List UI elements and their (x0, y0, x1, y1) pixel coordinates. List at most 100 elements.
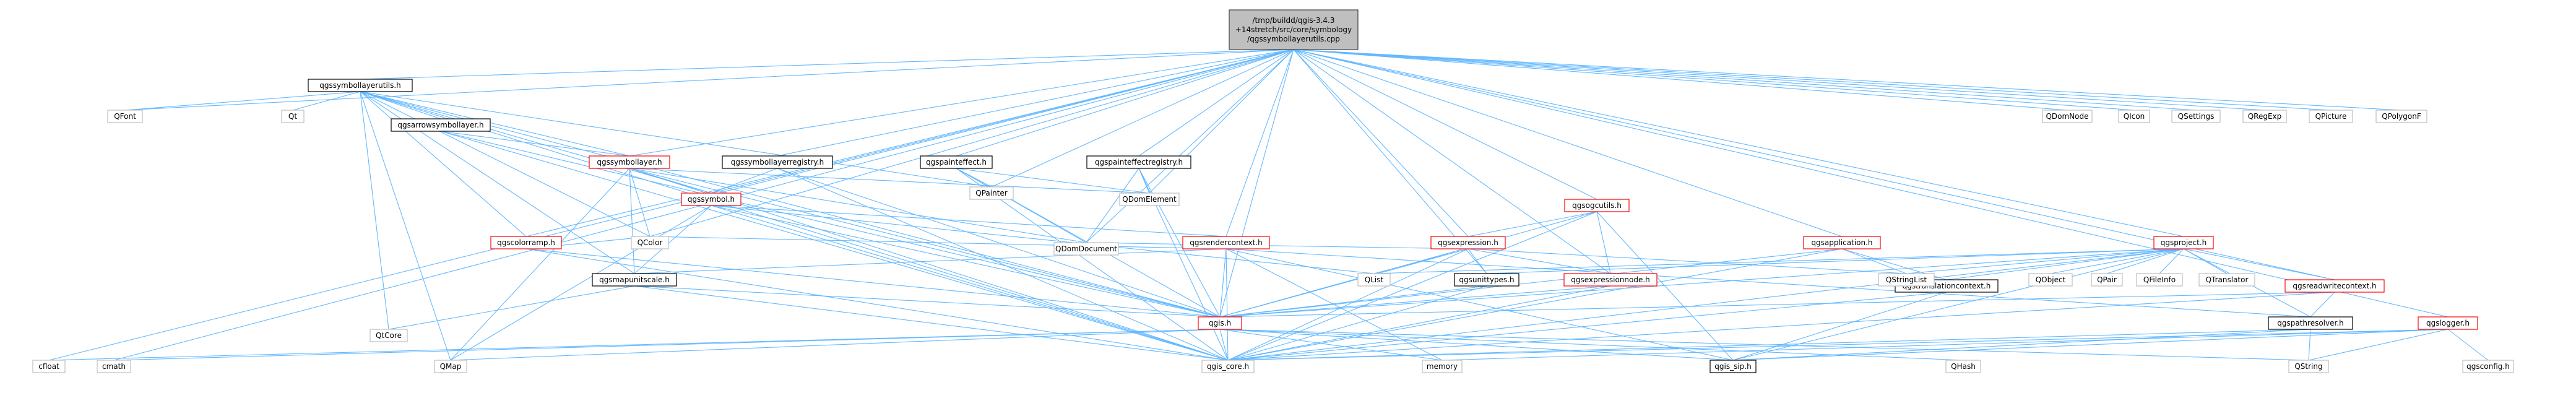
edge-group (2308, 329, 2311, 361)
edge-group (1293, 49, 1611, 274)
node-qgsunittypes[interactable]: qgsunittypes.h (1454, 273, 1519, 287)
node-label: QFileInfo (2143, 275, 2176, 284)
edge-group (777, 168, 1229, 361)
node-root[interactable]: /tmp/buildd/qgis-3.4.3+14stretch/src/cor… (1229, 9, 1359, 50)
edge-root-to-QColor (649, 49, 1294, 237)
edge-group (1293, 49, 2448, 318)
edge-group (1467, 211, 1597, 237)
edge-group (1225, 248, 2311, 318)
node-box (1086, 155, 1191, 169)
edge-root-to-QPicture (1293, 49, 2332, 111)
edge-group (360, 91, 992, 188)
node-label: /qgssymbollayerutils.cpp (1247, 35, 1340, 43)
edge-group (634, 285, 1221, 318)
edge-group (1293, 49, 2068, 111)
node-qgssymbollayerutils[interactable]: qgssymbollayerutils.h (308, 79, 413, 92)
edge-qgslogger-to-qgis_sip (1732, 329, 2448, 361)
node-qgsreadwritecontext[interactable]: qgsreadwritecontext.h (2284, 279, 2385, 293)
node-qgis[interactable]: qgis.h (1198, 316, 1242, 330)
node-qgspainteffect[interactable]: qgspainteffect.h (920, 155, 993, 169)
edge-group (360, 49, 1294, 80)
edge-root-to-qgsapplication (1293, 49, 1843, 237)
edge-group (360, 91, 451, 361)
node-qgscolorramp[interactable]: qgscolorramp.h (490, 236, 562, 249)
node-QList: QList (1357, 273, 1391, 287)
edge-group (2310, 292, 2335, 318)
edge-qgsmapunitscale-to-qgis_core (634, 285, 1229, 361)
edge-group (634, 285, 1229, 361)
edge-group (440, 131, 630, 157)
edge-root-to-qgsrendercontext (1225, 49, 1294, 237)
edge-qgslogger-to-qgsconfig (2447, 329, 2489, 361)
edge-qgssymbol-to-qgis (711, 205, 1221, 318)
node-qgspainteffectregistry[interactable]: qgspainteffectregistry.h (1086, 155, 1191, 169)
node-qgsexpression[interactable]: qgsexpression.h (1430, 236, 1506, 249)
edge-qgis-to-QHash (1219, 329, 1964, 361)
edge-group (711, 168, 778, 194)
edge-qgsexpressionnode-to-qgis (1219, 285, 1611, 318)
edge-qgspainteffect-to-QDomElement (956, 168, 1150, 194)
edge-group (629, 168, 635, 274)
node-label: qgsmapunitscale.h (599, 275, 670, 284)
node-label: qgis_core.h (1207, 362, 1249, 371)
edge-group (1732, 329, 2311, 361)
node-qgspathresolver[interactable]: qgspathresolver.h (2268, 316, 2353, 330)
edge-group (1219, 248, 1227, 318)
node-QColor: QColor (631, 236, 669, 249)
edge-group (711, 205, 1229, 361)
node-label: qgslogger.h (2426, 319, 2470, 327)
edge-group (1486, 248, 2184, 274)
edge-qgsexpression-to-QStringList (1467, 248, 1907, 274)
node-qgssymbol[interactable]: qgssymbol.h (681, 193, 741, 206)
node-box (1709, 360, 1757, 373)
edge-qgsapplication-to-QStringList (1841, 248, 1907, 274)
edge-root-to-QDomNode (1293, 49, 2068, 111)
edge-group (1293, 49, 2197, 111)
edge-qgsarrowsymbollayer-to-qgis_core (440, 131, 1229, 361)
node-qgsapplication[interactable]: qgsapplication.h (1803, 236, 1881, 249)
edge-qgscolorramp-to-qgis_core (525, 248, 1229, 361)
node-qgssymbollayer[interactable]: qgssymbollayer.h (589, 155, 670, 169)
node-qgsarrowsymbollayer[interactable]: qgsarrowsymbollayer.h (391, 118, 491, 132)
node-qgslogger[interactable]: qgslogger.h (2418, 316, 2478, 330)
edge-group (2308, 329, 2448, 361)
edge-qgsogcutils-to-qgis_core (1227, 211, 1597, 361)
edge-group (450, 329, 1221, 361)
node-label: qgssymbol.h (688, 195, 735, 204)
edge-group (1219, 329, 1443, 361)
edge-group (2050, 248, 2184, 274)
node-qgis_sip[interactable]: qgis_sip.h (1709, 360, 1757, 373)
node-label: QPolygonF (2382, 112, 2421, 121)
node-label: qgspainteffect.h (926, 158, 987, 167)
node-box (2091, 273, 2123, 287)
node-qgsmapunitscale[interactable]: qgsmapunitscale.h (592, 273, 677, 287)
edge-qgssymbollayerutils-to-QMap (360, 91, 451, 361)
node-qgssymbollayerregistry[interactable]: qgssymbollayerregistry.h (722, 155, 833, 169)
edge-group (1219, 292, 2335, 318)
node-label: QTranslator (2206, 275, 2249, 284)
edge-group (360, 91, 389, 330)
edge-group (360, 91, 441, 119)
node-Qt: Qt (281, 110, 305, 123)
edge-group (1467, 248, 1907, 274)
edge-qgstranslationcontext-to-qgis_sip (1732, 292, 1947, 361)
node-qgsrendercontext[interactable]: qgsrendercontext.h (1182, 236, 1270, 249)
edge-qgsmapunitscale-to-qgis (634, 285, 1221, 318)
edge-root-to-qgscolorramp (525, 49, 1294, 237)
edge-root-to-qgspainteffect (956, 49, 1294, 157)
node-box (308, 79, 413, 92)
node-qgsexpressionnode[interactable]: qgsexpressionnode.h (1563, 273, 1658, 287)
edge-group (1906, 248, 2184, 274)
edge-qgsproject-to-QFileInfo (2159, 248, 2184, 274)
edge-qgscolorramp-to-qgis (525, 248, 1221, 318)
edge-qgssymbollayerutils-to-QColor (360, 91, 650, 237)
edge-group (777, 49, 1294, 157)
node-qgsogcutils[interactable]: qgsogcutils.h (1564, 199, 1630, 212)
edge-qgssymbol-to-qgsrendercontext (711, 205, 1227, 237)
node-qgsproject[interactable]: qgsproject.h (2153, 236, 2214, 249)
edge-group (649, 49, 1294, 237)
node-memory: memory (1422, 360, 1463, 373)
edge-group (1293, 49, 1597, 200)
edge-qgssymbol-to-QList (711, 205, 1375, 274)
node-box (2288, 360, 2329, 373)
